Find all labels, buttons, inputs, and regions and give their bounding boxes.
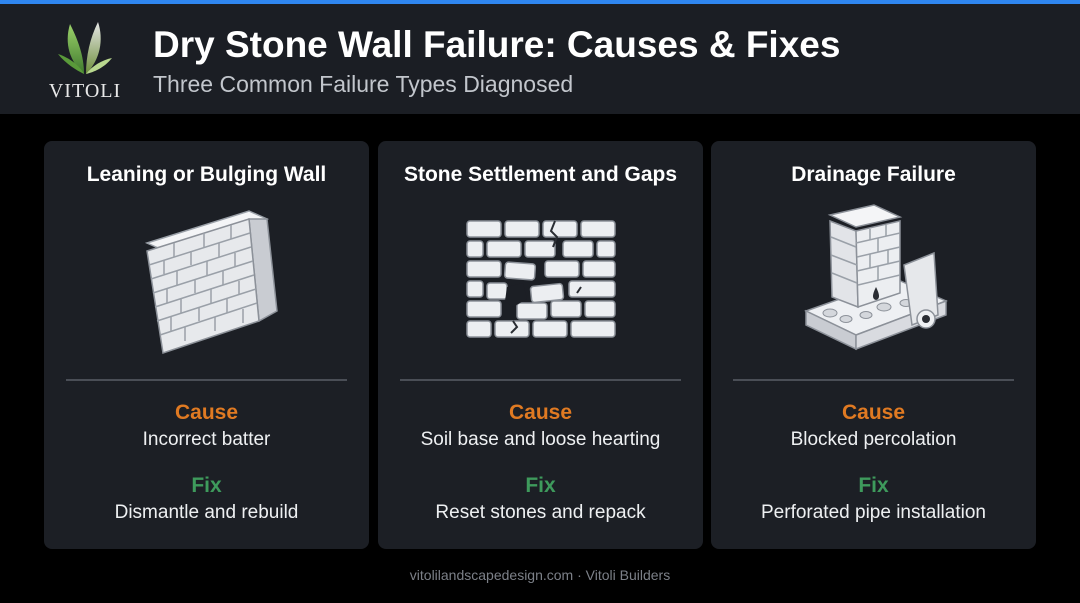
card-title: Stone Settlement and Gaps — [403, 163, 678, 186]
cause-text: Incorrect batter — [142, 429, 271, 450]
leaning-wall-icon — [119, 203, 294, 363]
card-stone-settlement: Stone Settlement and Gaps — [378, 141, 703, 549]
top-accent-bar — [0, 0, 1080, 4]
card-divider — [400, 379, 681, 381]
brand-logo: VITOLI — [40, 18, 130, 108]
fix-label: Fix — [191, 474, 222, 497]
page-title: Dry Stone Wall Failure: Causes & Fixes — [153, 24, 841, 65]
cause-label: Cause — [174, 401, 239, 424]
card-title: Drainage Failure — [791, 163, 956, 186]
cause-text: Soil base and loose hearting — [420, 429, 661, 450]
failure-cards: Leaning or Bulging Wall — [44, 141, 1036, 549]
footer-credit: vitolilandscapedesign.com · Vitoli Build… — [409, 567, 671, 583]
fix-label: Fix — [525, 474, 556, 497]
leaf-logo-icon — [58, 22, 112, 74]
card-divider — [66, 379, 347, 381]
cause-label: Cause — [841, 401, 906, 424]
fix-text: Perforated pipe installation — [761, 502, 986, 523]
cause-label: Cause — [508, 401, 573, 424]
card-divider — [733, 379, 1014, 381]
fix-text: Dismantle and rebuild — [114, 502, 299, 523]
cracked-wall-icon — [453, 203, 628, 363]
drainage-wall-icon — [786, 203, 961, 363]
card-drainage-failure: Drainage Failure — [711, 141, 1036, 549]
page-subtitle: Three Common Failure Types Diagnosed — [153, 71, 574, 97]
page-header: VITOLI Dry Stone Wall Failure: Causes & … — [0, 4, 1080, 114]
fix-text: Reset stones and repack — [435, 502, 646, 523]
logo-wordmark: VITOLI — [48, 80, 122, 102]
card-leaning-wall: Leaning or Bulging Wall — [44, 141, 369, 549]
fix-label: Fix — [858, 474, 889, 497]
cause-text: Blocked percolation — [790, 429, 957, 450]
card-title: Leaning or Bulging Wall — [86, 163, 327, 186]
